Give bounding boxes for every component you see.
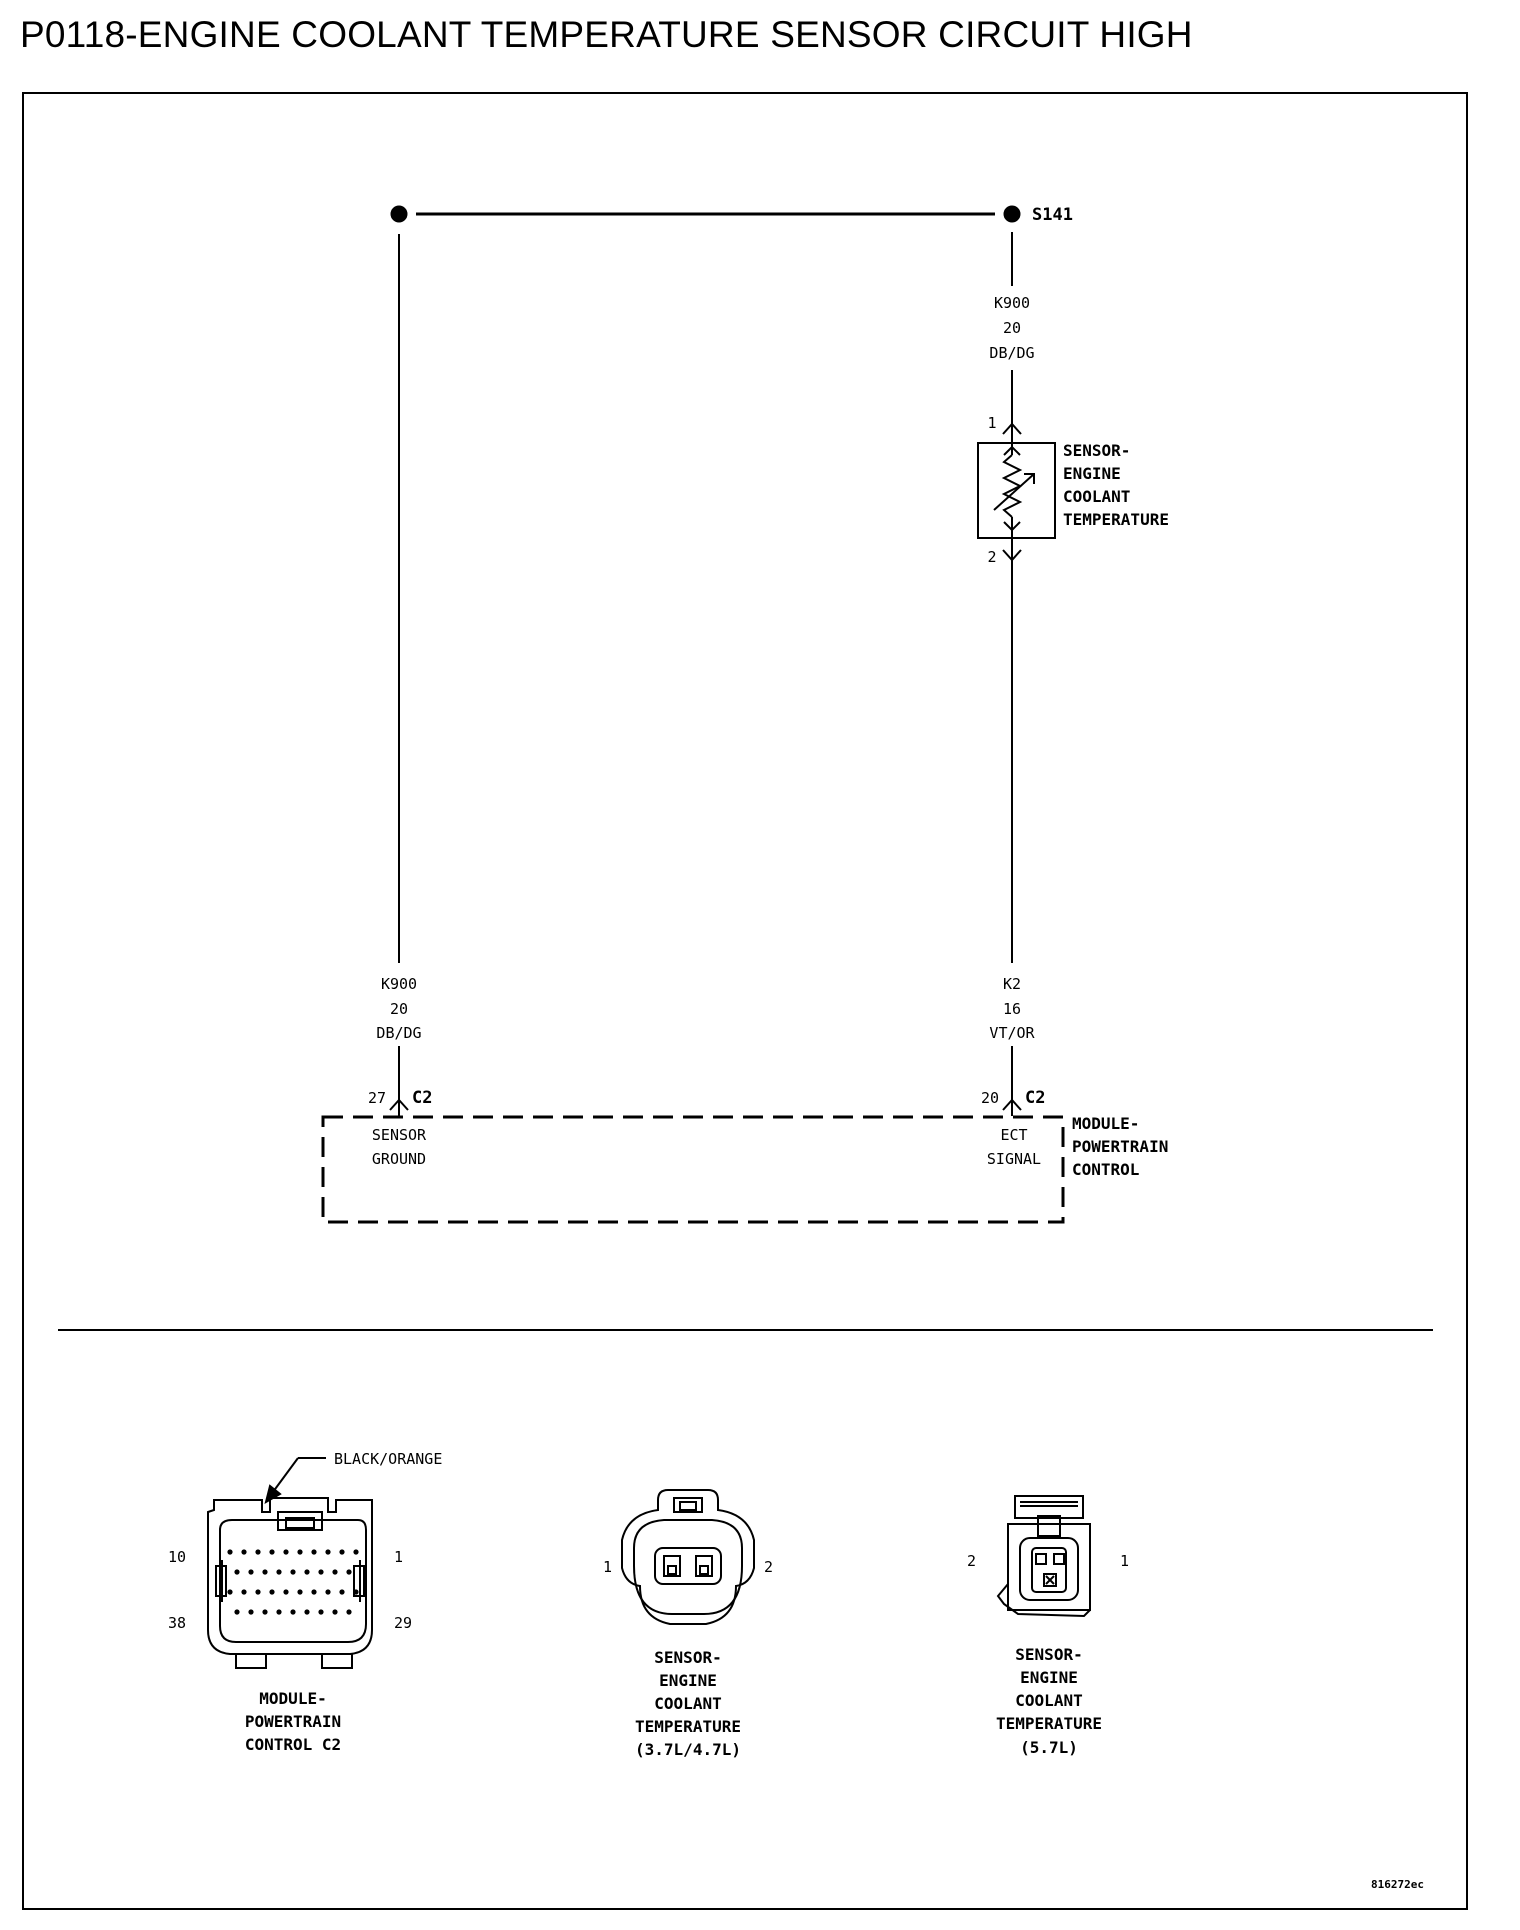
splice-dot-right xyxy=(1003,205,1021,223)
pcm-label-2: POWERTRAIN xyxy=(245,1712,341,1731)
module-pin-27: 27 xyxy=(368,1089,386,1107)
ect-57-label-1: SENSOR- xyxy=(1015,1645,1082,1664)
ect-57-pin-1: 1 xyxy=(1120,1552,1129,1570)
module-pin-20: 20 xyxy=(981,1089,999,1107)
pcm-callout: BLACK/ORANGE xyxy=(334,1450,442,1468)
ect-37-pin-2: 2 xyxy=(764,1558,773,1576)
wire-right-gauge: 16 xyxy=(1003,1000,1021,1018)
ect-57-pin-2: 2 xyxy=(967,1552,976,1570)
splice-dot-left xyxy=(390,205,408,223)
pcm-pin-29: 29 xyxy=(394,1614,412,1632)
module-box xyxy=(321,1115,1065,1224)
module-label-3: CONTROL xyxy=(1072,1160,1139,1179)
splice-bus xyxy=(390,205,1021,223)
pcm-pin-grid xyxy=(227,1549,359,1615)
pcm-pin-38: 38 xyxy=(168,1614,186,1632)
footer-code: 816272ec xyxy=(1371,1878,1424,1891)
module-func-right-1: ECT xyxy=(1000,1126,1027,1144)
module-label-2: POWERTRAIN xyxy=(1072,1137,1168,1156)
module-func-left-2: GROUND xyxy=(372,1150,426,1168)
pcm-pin-1: 1 xyxy=(394,1548,403,1566)
wire-left-circuit: K900 xyxy=(381,975,417,993)
sensor-label-1: SENSOR- xyxy=(1063,441,1130,460)
ect-37-label-1: SENSOR- xyxy=(654,1648,721,1667)
ect-57-label-4: TEMPERATURE xyxy=(996,1714,1102,1733)
module-label-1: MODULE- xyxy=(1072,1114,1139,1133)
ect-37-label-4: TEMPERATURE xyxy=(635,1717,741,1736)
wire-left-color: DB/DG xyxy=(376,1024,421,1042)
ect-37-pin-1: 1 xyxy=(603,1558,612,1576)
ect-57-label-2: ENGINE xyxy=(1020,1668,1078,1687)
sensor-pin-1: 1 xyxy=(987,414,996,432)
ect-57-label-5: (5.7L) xyxy=(1020,1738,1078,1757)
module-func-left-1: SENSOR xyxy=(372,1126,427,1144)
sensor-label-3: COOLANT xyxy=(1063,487,1130,506)
ect-57-connector-icon xyxy=(996,1495,1091,1618)
page-title: P0118-ENGINE COOLANT TEMPERATURE SENSOR … xyxy=(20,14,1193,55)
ect-37-label-3: COOLANT xyxy=(654,1694,721,1713)
ect-37-connector-icon xyxy=(621,1489,755,1625)
module-func-right-2: SIGNAL xyxy=(987,1150,1041,1168)
pcm-pin-10: 10 xyxy=(168,1548,186,1566)
sensor-box xyxy=(977,442,1056,539)
thermistor-icon xyxy=(993,443,1035,538)
splice-label: S141 xyxy=(1032,205,1073,225)
ect-37-label-5: (3.7L/4.7L) xyxy=(635,1740,741,1759)
ect-57-label-3: COOLANT xyxy=(1015,1691,1082,1710)
wire-circuit: K900 xyxy=(994,294,1030,312)
module-connector-right: C2 xyxy=(1025,1088,1045,1108)
sensor-pin-2: 2 xyxy=(987,548,996,566)
pcm-connector-icon xyxy=(207,1497,373,1669)
module-connector-left: C2 xyxy=(412,1088,432,1108)
wire-right-circuit: K2 xyxy=(1003,975,1021,993)
callout-arrow-icon xyxy=(264,1457,326,1505)
sensor-label-4: TEMPERATURE xyxy=(1063,510,1169,529)
diagram-frame xyxy=(22,92,1468,1910)
pcm-label-3: CONTROL C2 xyxy=(245,1735,341,1754)
wire-color: DB/DG xyxy=(989,344,1034,362)
wire-left-gauge: 20 xyxy=(390,1000,408,1018)
pcm-label-1: MODULE- xyxy=(259,1689,326,1708)
wire-right-color: VT/OR xyxy=(989,1024,1035,1042)
ect-37-label-2: ENGINE xyxy=(659,1671,717,1690)
wire-gauge: 20 xyxy=(1003,319,1021,337)
sensor-label-2: ENGINE xyxy=(1063,464,1121,483)
